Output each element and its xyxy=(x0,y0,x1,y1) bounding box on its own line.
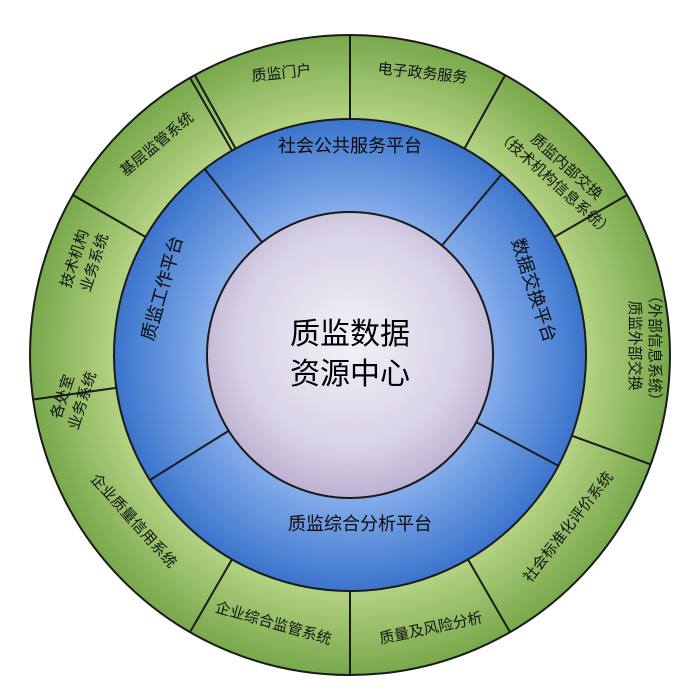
outer-divider-0 xyxy=(193,74,237,150)
middle-divider-2 xyxy=(475,421,559,467)
mid-label-social: 社会公共服务平台 xyxy=(278,136,422,157)
outer-divider-2 xyxy=(463,74,507,150)
middle-divider-3 xyxy=(149,429,230,481)
middle-divider-1 xyxy=(441,173,503,247)
outer-divider-7 xyxy=(189,558,233,633)
outer-divider-3 xyxy=(553,194,628,238)
center-title-line1: 质监数据 xyxy=(290,317,410,352)
outer-divider-4 xyxy=(571,434,652,466)
outer-divider-5 xyxy=(467,558,511,633)
middle-ring-dividers xyxy=(149,168,559,481)
outer-ring-dividers xyxy=(32,35,652,675)
outer-divider-8 xyxy=(32,386,117,401)
outer-divider-9 xyxy=(72,194,147,238)
center-title-line2: 资源中心 xyxy=(290,357,410,392)
outer-label-external: 质监外部交换 （外部信息系统） xyxy=(626,288,664,408)
center-circle xyxy=(206,211,494,499)
mid-label-analysis: 质监综合分析平台 xyxy=(288,514,432,535)
middle-divider-0 xyxy=(203,168,263,243)
outer-divider-10 xyxy=(189,77,233,152)
